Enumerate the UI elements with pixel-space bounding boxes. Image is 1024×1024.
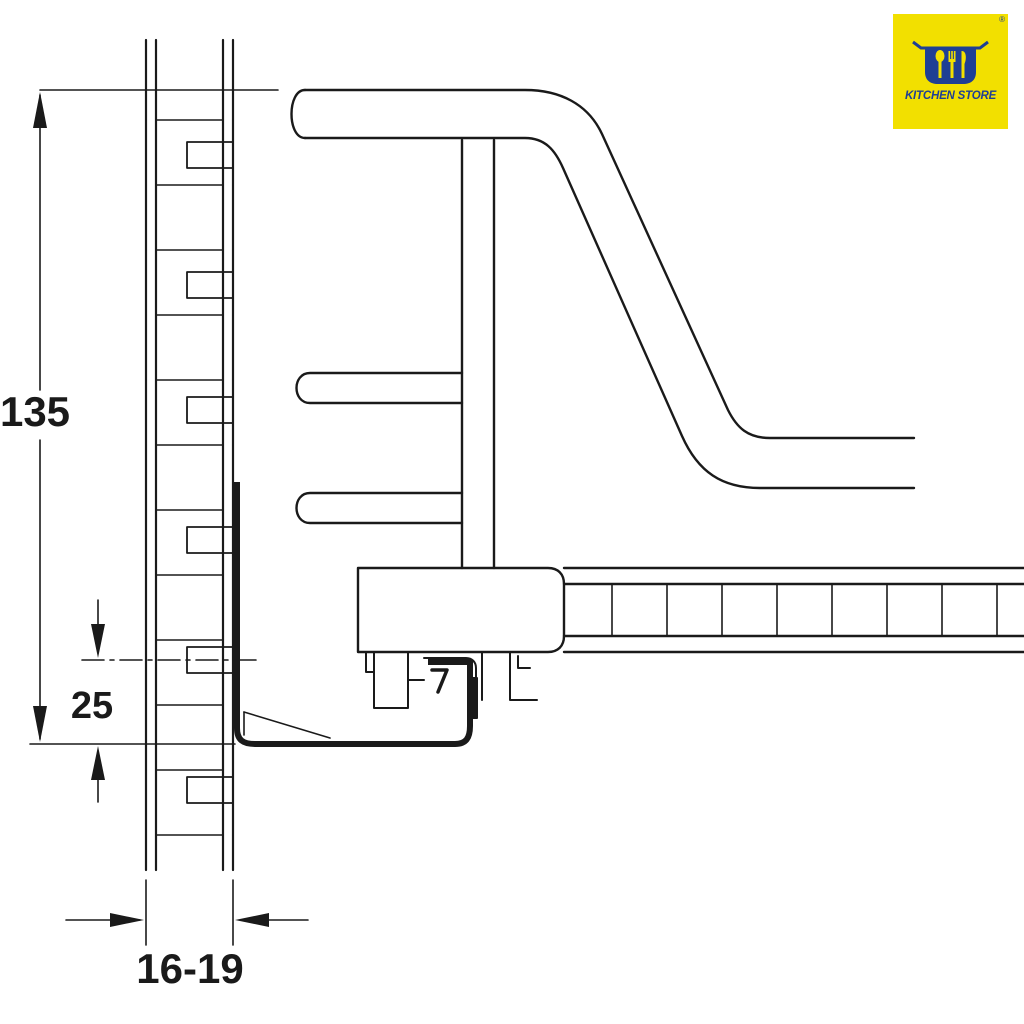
brand-name: KITCHEN STORE xyxy=(904,90,997,102)
dimension-width-label: 16-19 xyxy=(136,945,243,992)
clip-hardware xyxy=(365,651,538,719)
basket-side-bars xyxy=(295,371,464,525)
pot-with-utensils-icon xyxy=(912,40,989,84)
dimension-width xyxy=(65,879,309,946)
dimension-spacing-label: 25 xyxy=(71,685,113,727)
basket-top-rail xyxy=(290,88,916,490)
mounting-bracket xyxy=(234,482,473,747)
basket-frame-grid xyxy=(611,583,998,637)
basket-vertical-post xyxy=(460,138,496,570)
dimension-height xyxy=(29,89,279,745)
registered-mark: ® xyxy=(999,15,1005,24)
cabinet-side-panel xyxy=(144,38,235,872)
brand-logo: ® KITCHEN STORE xyxy=(893,14,1008,129)
dimension-height-label: 135 xyxy=(0,388,70,435)
basket-frame xyxy=(356,566,1024,654)
